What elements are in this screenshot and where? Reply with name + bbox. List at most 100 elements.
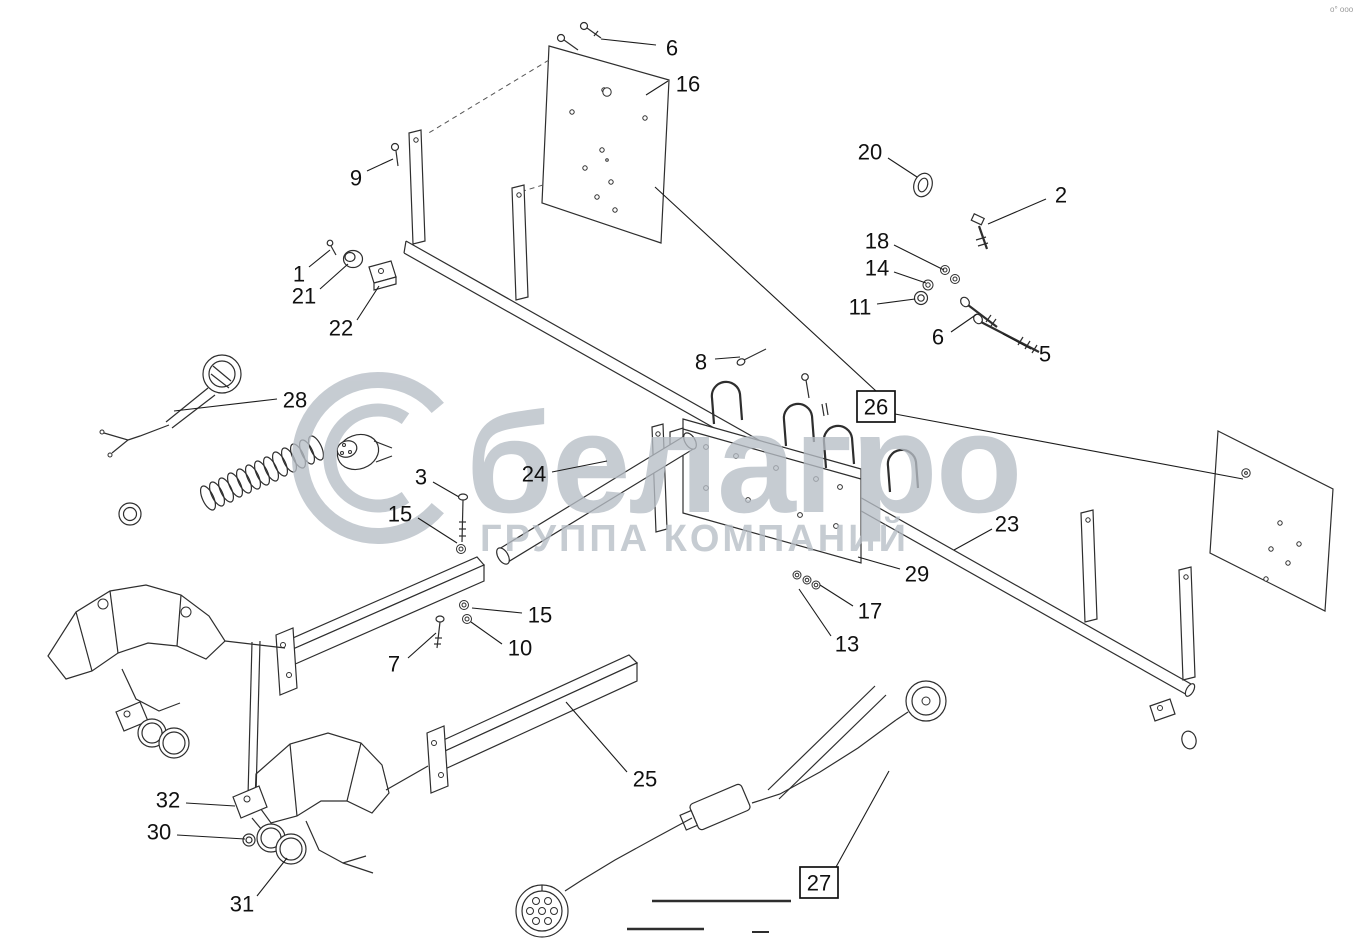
callout-leader-line — [714, 356, 741, 360]
callout-label: 18 — [865, 229, 889, 254]
wiring-harness-27 — [515, 680, 947, 938]
callout-26: 26 — [654, 186, 1244, 480]
hanger-strap-left2 — [511, 184, 529, 301]
callout-label: 30 — [147, 820, 171, 845]
corner-marks: о° ооо — [1330, 5, 1354, 14]
callout-leader-line — [176, 834, 246, 840]
square-tube-left — [275, 556, 485, 696]
callout-22: 22 — [329, 285, 380, 341]
callout-label: 22 — [329, 316, 353, 341]
callout-label: 2 — [1055, 183, 1067, 208]
u-bolts — [710, 380, 920, 493]
callout-label: 3 — [415, 465, 427, 490]
callout-leader-line — [600, 38, 657, 46]
callout-leader-line — [319, 263, 349, 290]
callout-label: 7 — [388, 652, 400, 677]
diagram-linework — [47, 21, 1334, 938]
round-cap — [118, 502, 142, 526]
cap-21 — [342, 249, 364, 269]
callout-leader-line — [654, 186, 877, 392]
callout-leader-line — [366, 158, 394, 172]
callout-box — [856, 390, 896, 423]
callout-label: 6 — [932, 325, 944, 350]
callout-label: 9 — [350, 166, 362, 191]
callout-leader-line — [470, 621, 503, 645]
callout-label: 27 — [807, 871, 831, 896]
bracket-assembly-upper — [47, 584, 286, 759]
square-tube-25 — [426, 654, 639, 794]
callout-box — [799, 866, 839, 899]
nut-11 — [913, 290, 929, 306]
callout-28: 28 — [173, 388, 307, 413]
callout-label: 23 — [995, 512, 1019, 537]
hanger-strap-left — [408, 129, 426, 245]
callout-leader-line — [551, 460, 608, 473]
bolt-2 — [970, 213, 986, 226]
callout-label: 14 — [865, 256, 889, 281]
callout-leader-line — [876, 298, 916, 305]
callout-label: 25 — [633, 767, 657, 792]
callout-17: 17 — [819, 584, 882, 624]
callout-leader-line — [173, 398, 278, 412]
callout-leader-line — [893, 271, 927, 284]
callout-label: 24 — [522, 462, 546, 487]
callout-label: 13 — [835, 632, 859, 657]
callout-leader-line — [953, 528, 993, 551]
callout-6: 6 — [600, 36, 678, 61]
callout-32: 32 — [156, 788, 236, 813]
callout-label: 32 — [156, 788, 180, 813]
callout-label: 21 — [292, 284, 316, 309]
callout-leader-line — [887, 157, 918, 178]
callout-leader-line — [417, 517, 458, 544]
callout-leader-line — [798, 588, 832, 637]
hanger-strap-right1 — [1080, 509, 1098, 623]
callout-15: 15 — [388, 502, 458, 544]
callout-31: 31 — [230, 857, 288, 917]
callout-label: 11 — [849, 295, 872, 320]
bottom-reference-lines — [627, 899, 791, 933]
callout-leader-line — [407, 632, 437, 659]
callout-leader-line — [565, 701, 628, 773]
callout-leader-line — [987, 198, 1047, 225]
callout-5: 5 — [1002, 333, 1051, 367]
bracket-assembly-lower — [232, 640, 429, 874]
callout-leader-line — [857, 556, 901, 570]
callout-leader-line — [819, 584, 854, 607]
fasteners-upper-right — [913, 172, 1040, 354]
hanger-strap-center — [651, 423, 668, 533]
coiled-cable-28 — [99, 354, 393, 526]
callout-11: 11 — [849, 295, 916, 320]
callout-leader-line — [950, 313, 978, 333]
callout-18: 18 — [865, 229, 945, 271]
callout-label: 28 — [283, 388, 307, 413]
callout-13: 13 — [798, 588, 859, 657]
screw-1 — [326, 239, 334, 247]
callout-9: 9 — [350, 158, 394, 191]
callout-27: 27 — [799, 770, 890, 899]
junction-box — [689, 783, 751, 831]
callout-label: 1 — [293, 262, 305, 287]
callout-15: 15 — [471, 603, 552, 628]
screw-6-top — [556, 21, 602, 51]
callout-7: 7 — [388, 632, 437, 677]
callout-6: 6 — [932, 313, 978, 350]
callout-leader-line — [835, 770, 890, 868]
screw-3-washer-15 — [456, 493, 469, 554]
callout-leader-line — [308, 249, 331, 268]
screw-9 — [390, 142, 400, 152]
callout-16: 16 — [645, 72, 700, 97]
callout-1: 1 — [293, 249, 331, 287]
callout-21: 21 — [292, 263, 349, 309]
callout-label: 17 — [858, 599, 882, 624]
mounting-plate-top — [426, 45, 670, 244]
callout-25: 25 — [565, 701, 657, 792]
callout-2: 2 — [987, 183, 1067, 225]
callout-leader-line — [256, 857, 288, 897]
callout-leader-line — [645, 80, 669, 96]
callout-label: 29 — [905, 562, 929, 587]
callout-label: 31 — [230, 892, 254, 917]
callout-label: 5 — [1039, 342, 1051, 367]
callout-29: 29 — [857, 556, 929, 587]
callout-24: 24 — [522, 460, 608, 487]
callout-label: 8 — [695, 350, 707, 375]
